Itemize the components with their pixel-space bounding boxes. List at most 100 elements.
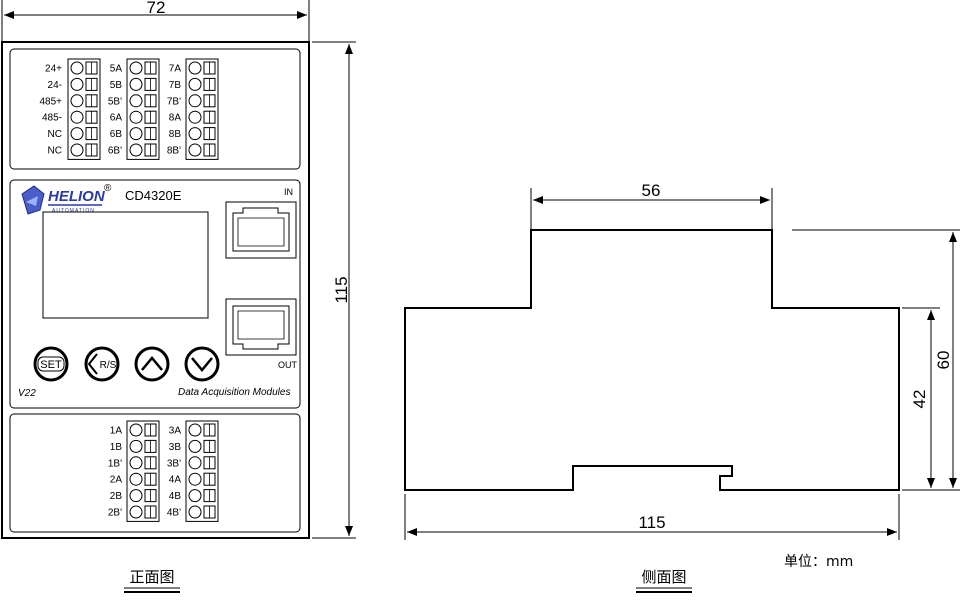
terminal-screw-icon <box>70 94 84 108</box>
terminal-label: 4A <box>169 475 182 486</box>
terminal-label: 3B <box>169 442 182 453</box>
terminal-block-top-mid: 5A 5B 5B' 6A 6B 6B' <box>108 58 160 160</box>
terminal-screw-icon <box>129 472 143 486</box>
terminal-screw-icon <box>188 456 202 470</box>
terminal-label: 6B <box>110 129 123 140</box>
side-total-width-label: 115 <box>638 513 665 532</box>
display-window <box>42 211 209 319</box>
terminal-screw-icon <box>188 143 202 157</box>
terminal-label: 7A <box>169 64 182 75</box>
unit-label: 单位：mm <box>784 554 853 570</box>
terminal-label: 24+ <box>45 64 62 75</box>
front-view: 72 115 24+24-485+485-NCNC5A5B5B'6A6B6B'7… <box>1 0 356 593</box>
rs-button[interactable]: R/S <box>84 346 120 382</box>
up-button[interactable] <box>134 346 170 382</box>
terminal-screw-icon <box>129 110 143 124</box>
terminal-label: 6A <box>110 113 123 124</box>
terminal-label: 8B <box>169 129 182 140</box>
terminal-label: 5B' <box>108 96 122 107</box>
terminal-label: 1A <box>110 426 123 437</box>
port-in-label: IN <box>284 187 293 197</box>
terminal-label: 7B' <box>167 96 181 107</box>
terminal-block-frame <box>126 420 160 522</box>
front-width-label: 72 <box>147 0 166 17</box>
set-button[interactable]: SET <box>33 346 69 382</box>
terminal-block-frame <box>67 58 101 160</box>
description-label: Data Acquisition Modules <box>178 387 290 398</box>
terminal-screw-icon <box>129 489 143 503</box>
terminal-screw-icon <box>129 77 143 91</box>
terminal-label: NC <box>48 129 62 140</box>
terminal-screw-icon <box>70 127 84 141</box>
terminal-screw-icon <box>129 423 143 437</box>
terminal-screw-icon <box>70 143 84 157</box>
terminal-label: 8B' <box>167 146 181 157</box>
terminal-screw-icon <box>188 423 202 437</box>
terminal-screw-icon <box>70 77 84 91</box>
rj45-port-out <box>225 298 297 356</box>
side-top-width-label: 56 <box>642 181 661 200</box>
terminal-label: 1B <box>110 442 123 453</box>
model-name: CD4320E <box>125 188 182 203</box>
terminal-block-top-right: 7A 7B 7B' 8A 8B 8B' <box>167 58 219 160</box>
terminal-screw-icon <box>188 127 202 141</box>
side-body-height-label: 42 <box>910 390 929 409</box>
terminal-label: 4B' <box>167 508 181 519</box>
terminal-label: 4B <box>169 491 182 502</box>
brand-subtitle: AUTOMATION <box>52 208 95 214</box>
side-view-caption: 侧面图 <box>641 568 686 586</box>
side-view: 56 60 42 115 单位：mm 侧面图 <box>404 181 960 593</box>
terminal-block-frame <box>185 58 219 160</box>
side-total-height-label: 60 <box>934 351 953 370</box>
terminal-label: 3A <box>169 426 182 437</box>
terminal-screw-icon <box>70 110 84 124</box>
terminal-label: 2A <box>110 475 123 486</box>
terminal-label: 3B' <box>167 458 181 469</box>
front-view-caption: 正面图 <box>129 568 174 586</box>
terminal-label: 2B <box>110 491 123 502</box>
terminal-label: 6B' <box>108 146 122 157</box>
terminal-label: 485- <box>42 113 62 124</box>
terminal-block-frame <box>185 420 219 522</box>
front-height-label: 115 <box>332 276 351 303</box>
terminal-screw-icon <box>188 439 202 453</box>
side-profile-outline <box>404 229 900 491</box>
terminal-label: 7B <box>169 80 182 91</box>
terminal-screw-icon <box>188 110 202 124</box>
terminal-screw-icon <box>188 489 202 503</box>
down-button[interactable] <box>184 346 220 382</box>
terminal-screw-icon <box>188 61 202 75</box>
terminal-label: 1B' <box>108 458 122 469</box>
terminal-screw-icon <box>188 472 202 486</box>
rs-button-label: R/S <box>100 360 117 371</box>
set-button-label: SET <box>40 359 62 371</box>
terminal-block-bottom-left: 1A 1B 1B' 2A 2B 2B' <box>108 420 160 522</box>
chevron-down-icon <box>191 357 213 372</box>
terminal-label: 24- <box>48 80 62 91</box>
logo-mark-highlight-icon <box>26 196 38 206</box>
terminal-label: 8A <box>169 113 182 124</box>
terminal-block-frame <box>126 58 160 160</box>
terminal-label: 2B' <box>108 508 122 519</box>
chevron-up-icon <box>141 356 163 371</box>
port-out-label: OUT <box>278 360 298 370</box>
terminal-screw-icon <box>129 439 143 453</box>
terminal-screw-icon <box>70 61 84 75</box>
rj45-port-in <box>225 201 297 259</box>
terminal-screw-icon <box>129 456 143 470</box>
version-label: V22 <box>18 388 36 399</box>
terminal-screw-icon <box>188 505 202 519</box>
terminal-label: 5B <box>110 80 123 91</box>
terminal-blocks: 24+24-485+485-NCNC5A5B5B'6A6B6B'7A7B7B'8… <box>39 58 219 522</box>
brand-name: HELION <box>48 188 106 205</box>
chevron-left-icon <box>87 353 98 375</box>
terminal-screw-icon <box>129 127 143 141</box>
terminal-label: 5A <box>110 64 123 75</box>
terminal-screw-icon <box>188 94 202 108</box>
terminal-label: 485+ <box>39 96 62 107</box>
terminal-screw-icon <box>129 94 143 108</box>
terminal-screw-icon <box>129 143 143 157</box>
terminal-screw-icon <box>129 61 143 75</box>
terminal-screw-icon <box>129 505 143 519</box>
